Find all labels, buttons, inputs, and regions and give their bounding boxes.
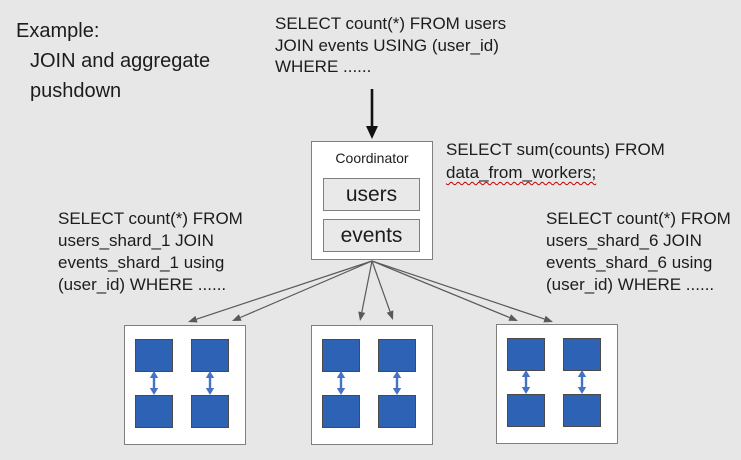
shard-square xyxy=(378,395,416,428)
double-arrow-icon xyxy=(205,371,215,395)
shard-square xyxy=(378,339,416,372)
query-to-coordinator-arrow xyxy=(366,89,378,139)
shard-square xyxy=(563,338,601,371)
query-line: JOIN events USING (user_id) xyxy=(275,35,499,55)
title-line: pushdown xyxy=(30,80,122,102)
incoming-query-text: SELECT count(*) FROM users JOIN events U… xyxy=(275,13,506,78)
right-shard-query-text: SELECT count(*) FROM users_shard_6 JOIN … xyxy=(546,208,731,296)
query-line: events_shard_1 using xyxy=(58,253,225,272)
slide-title: Example: JOIN and aggregate pushdown xyxy=(16,16,210,106)
worker-node-1 xyxy=(124,325,246,445)
coordinator-node: Coordinator users events xyxy=(311,141,433,260)
shard-square xyxy=(135,339,173,372)
double-arrow-icon xyxy=(392,371,402,395)
query-line: SELECT count(*) FROM users xyxy=(275,14,507,33)
query-line: users_shard_6 JOIN xyxy=(546,231,702,250)
query-line: (user_id) WHERE ...... xyxy=(546,275,715,294)
query-line: events_shard_6 using xyxy=(546,253,713,272)
double-arrow-icon xyxy=(149,371,159,395)
shard-square xyxy=(191,395,229,428)
shard-square xyxy=(135,395,173,428)
shard-square xyxy=(563,394,601,427)
shard-square xyxy=(507,394,545,427)
shard-square xyxy=(507,338,545,371)
query-line: data_from_workers; xyxy=(446,163,597,182)
query-line: (user_id) WHERE ...... xyxy=(58,275,227,294)
worker-node-2 xyxy=(311,325,433,445)
coordinator-table-events: events xyxy=(323,219,420,252)
query-line: SELECT count(*) FROM xyxy=(58,209,243,228)
coordinator-label: Coordinator xyxy=(335,150,409,166)
double-arrow-icon xyxy=(521,370,531,394)
aggregate-query-text: SELECT sum(counts) FROM data_from_worker… xyxy=(446,138,665,184)
query-line: WHERE ...... xyxy=(275,57,372,76)
shard-square xyxy=(322,395,360,428)
title-line: JOIN and aggregate xyxy=(30,50,211,72)
shard-square xyxy=(191,339,229,372)
coordinator-table-users: users xyxy=(323,178,420,211)
query-line: SELECT sum(counts) FROM xyxy=(446,140,665,159)
shard-square xyxy=(322,339,360,372)
double-arrow-icon xyxy=(336,371,346,395)
query-line: SELECT count(*) FROM xyxy=(546,209,731,228)
left-shard-query-text: SELECT count(*) FROM users_shard_1 JOIN … xyxy=(58,208,243,296)
worker-node-3 xyxy=(496,324,618,444)
query-line: users_shard_1 JOIN xyxy=(58,231,214,250)
title-line: Example: xyxy=(16,20,100,42)
double-arrow-icon xyxy=(577,370,587,394)
